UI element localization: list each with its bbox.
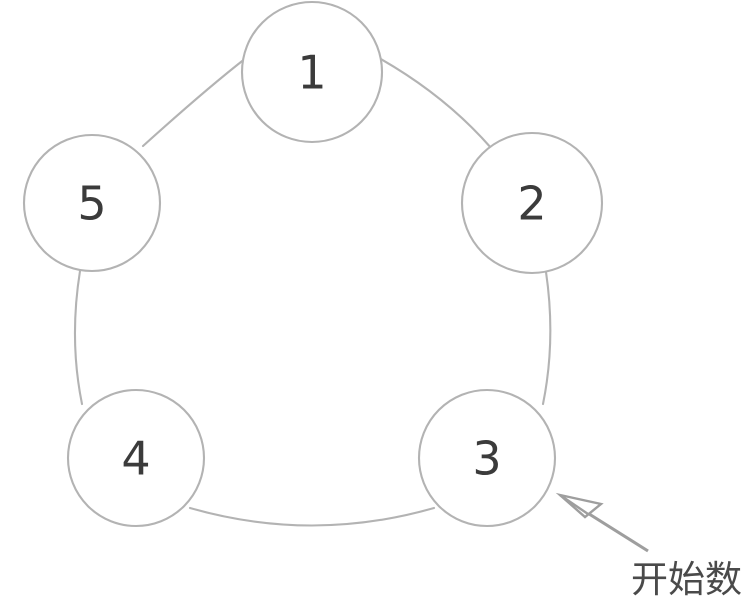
annotation-pointer — [555, 492, 649, 553]
node-1-circle[interactable] — [240, 0, 384, 144]
edge-4-to-5 — [73, 269, 84, 406]
node-5-circle[interactable] — [22, 133, 162, 273]
node-1-label: 1 — [297, 46, 326, 100]
node-4-circle[interactable] — [66, 388, 206, 528]
node-5-label: 5 — [77, 177, 106, 231]
edge-layer — [73, 56, 552, 527]
arrow-head-crease — [559, 494, 589, 515]
node-3[interactable]: 3 — [417, 388, 557, 528]
node-5[interactable]: 5 — [22, 133, 162, 273]
edge-3-to-4 — [188, 506, 436, 527]
node-3-label: 3 — [472, 432, 501, 486]
node-1[interactable]: 1 — [240, 0, 384, 144]
annotation-label: 开始数 — [631, 558, 742, 601]
arrow-head-icon — [555, 492, 604, 519]
node-2-label: 2 — [517, 177, 546, 231]
node-layer: 1 2 3 4 5 — [22, 0, 604, 528]
node-2-circle[interactable] — [460, 131, 604, 275]
edge-5-to-1 — [141, 56, 248, 148]
node-3-circle[interactable] — [417, 388, 557, 528]
node-2[interactable]: 2 — [460, 131, 604, 275]
edge-2-to-3 — [541, 270, 552, 406]
node-4-label: 4 — [121, 432, 150, 486]
arrow-shaft — [585, 510, 649, 553]
edge-1-to-2 — [377, 56, 494, 151]
node-4[interactable]: 4 — [66, 388, 206, 528]
